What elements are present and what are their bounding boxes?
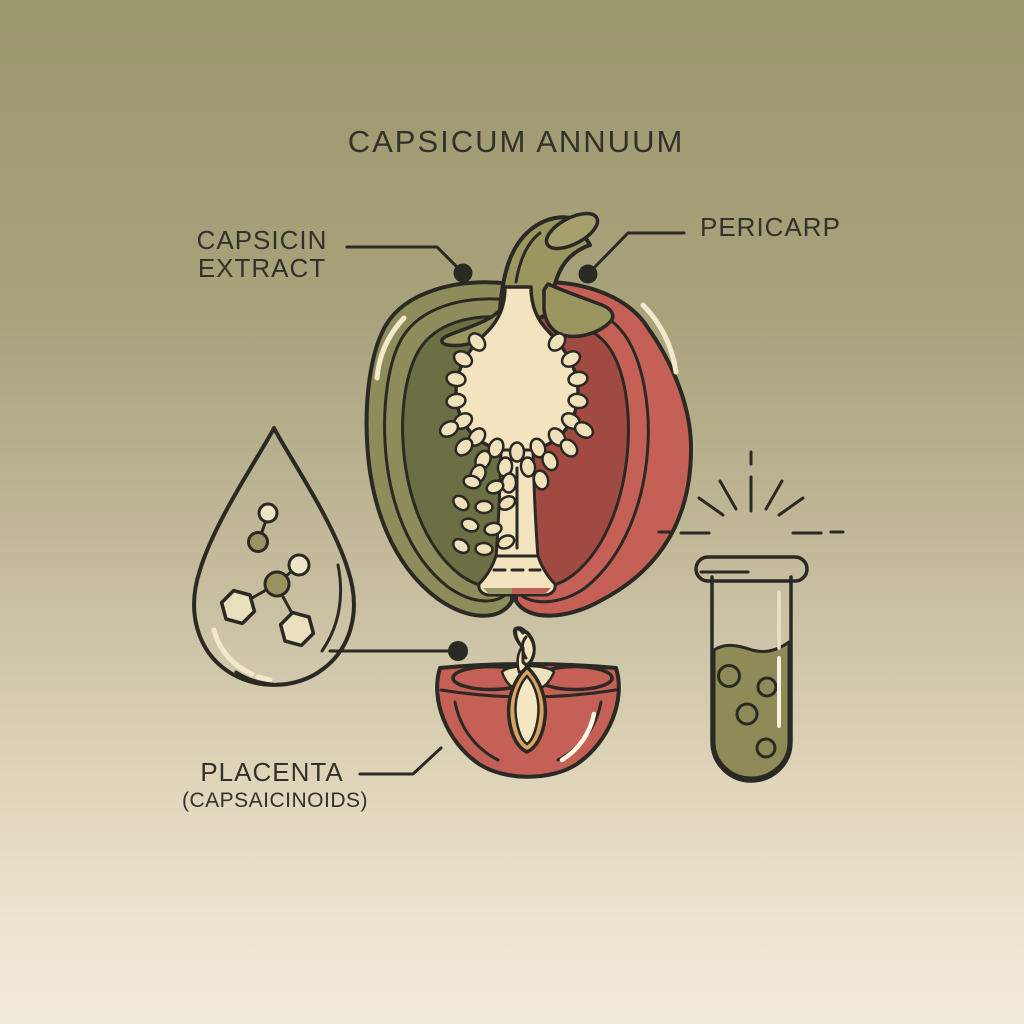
capsicin-label-line1: CAPSICIN <box>197 225 328 255</box>
right-highlight <box>640 302 679 375</box>
seed-ring <box>438 332 595 494</box>
seed <box>496 534 516 550</box>
seed <box>474 541 494 557</box>
molecule-hexagon <box>278 610 316 648</box>
seed <box>474 499 494 515</box>
tube-body <box>710 575 793 783</box>
seed <box>445 370 467 388</box>
droplet-inner-arc-right <box>320 563 343 653</box>
placenta-label-line2: (CAPSAICINOIDS) <box>182 789 368 812</box>
sprout-leaf <box>512 626 536 667</box>
seed <box>573 421 595 439</box>
leader-dot <box>453 263 473 283</box>
capsicin-label-line2: EXTRACT <box>198 253 326 283</box>
seed <box>451 537 471 555</box>
placenta-foot <box>477 554 557 597</box>
leader-dot <box>578 264 598 284</box>
tube-rim <box>694 555 809 583</box>
seed <box>445 392 467 410</box>
seed <box>487 437 505 459</box>
leader-droplet <box>328 641 468 661</box>
seed-inner <box>514 674 540 746</box>
molecule-icon <box>219 502 316 648</box>
seed <box>567 392 589 410</box>
foot-tinge-left <box>483 588 512 594</box>
seed <box>529 437 547 459</box>
sparkle-burst-icon <box>657 450 845 535</box>
tube-liquid <box>712 640 791 780</box>
seed <box>532 469 550 491</box>
bubble <box>756 676 778 698</box>
seed <box>438 420 460 438</box>
bubble <box>735 702 759 726</box>
seed <box>462 474 482 490</box>
page-title: CAPSICUM ANNUUM <box>348 124 685 159</box>
sprout-vein <box>520 635 528 660</box>
half-pepper-icon <box>435 626 621 779</box>
bowl-inner-arc-left <box>453 700 500 762</box>
seed <box>519 456 537 478</box>
bubble <box>717 664 741 688</box>
seed <box>541 450 559 472</box>
label-capsicin-extract: CAPSICIN EXTRACT <box>197 225 328 283</box>
molecule-atom <box>247 531 269 553</box>
left-wall-line <box>383 297 512 603</box>
seed-sprout-icon <box>506 626 548 754</box>
stem-crease <box>514 231 542 284</box>
label-pericarp: PERICARP <box>700 212 841 242</box>
molecule-atom <box>263 570 291 598</box>
seed <box>460 517 480 533</box>
seed <box>452 350 474 368</box>
bubble <box>755 737 777 759</box>
leader-placenta <box>358 746 443 776</box>
seed <box>467 332 487 352</box>
seed <box>508 441 526 463</box>
foot-tinge-right <box>512 588 551 594</box>
droplet-outline <box>192 426 356 687</box>
seed <box>485 479 505 495</box>
droplet-highlight-arc <box>211 627 255 677</box>
molecule-atom <box>257 502 279 524</box>
leader-dot <box>448 641 468 661</box>
pepper-cross-section <box>364 211 694 618</box>
bowl-highlight <box>559 711 597 763</box>
leader-capsicin <box>345 245 473 283</box>
seed <box>559 438 579 458</box>
left-highlight <box>374 315 407 381</box>
droplet-icon <box>192 426 356 687</box>
leader-pericarp <box>578 231 686 284</box>
droplet-inner-arc-bottom <box>234 670 274 686</box>
seed <box>454 437 474 457</box>
seed <box>452 494 470 512</box>
placenta-label-line1: PLACENTA <box>200 757 343 787</box>
droplet-highlight-dash <box>255 674 273 683</box>
calyx-right-arm <box>542 282 615 339</box>
seed <box>483 521 503 537</box>
seed <box>547 332 567 352</box>
test-tube-icon <box>657 450 845 783</box>
molecule-atom <box>287 553 311 577</box>
label-placenta: PLACENTA (CAPSAICINOIDS) <box>182 757 368 812</box>
stem-cut-end <box>544 211 600 251</box>
seed-cluster <box>451 474 517 557</box>
molecule-hexagon <box>219 588 257 626</box>
seed <box>560 350 582 368</box>
seed <box>497 495 517 511</box>
seed <box>567 370 589 388</box>
